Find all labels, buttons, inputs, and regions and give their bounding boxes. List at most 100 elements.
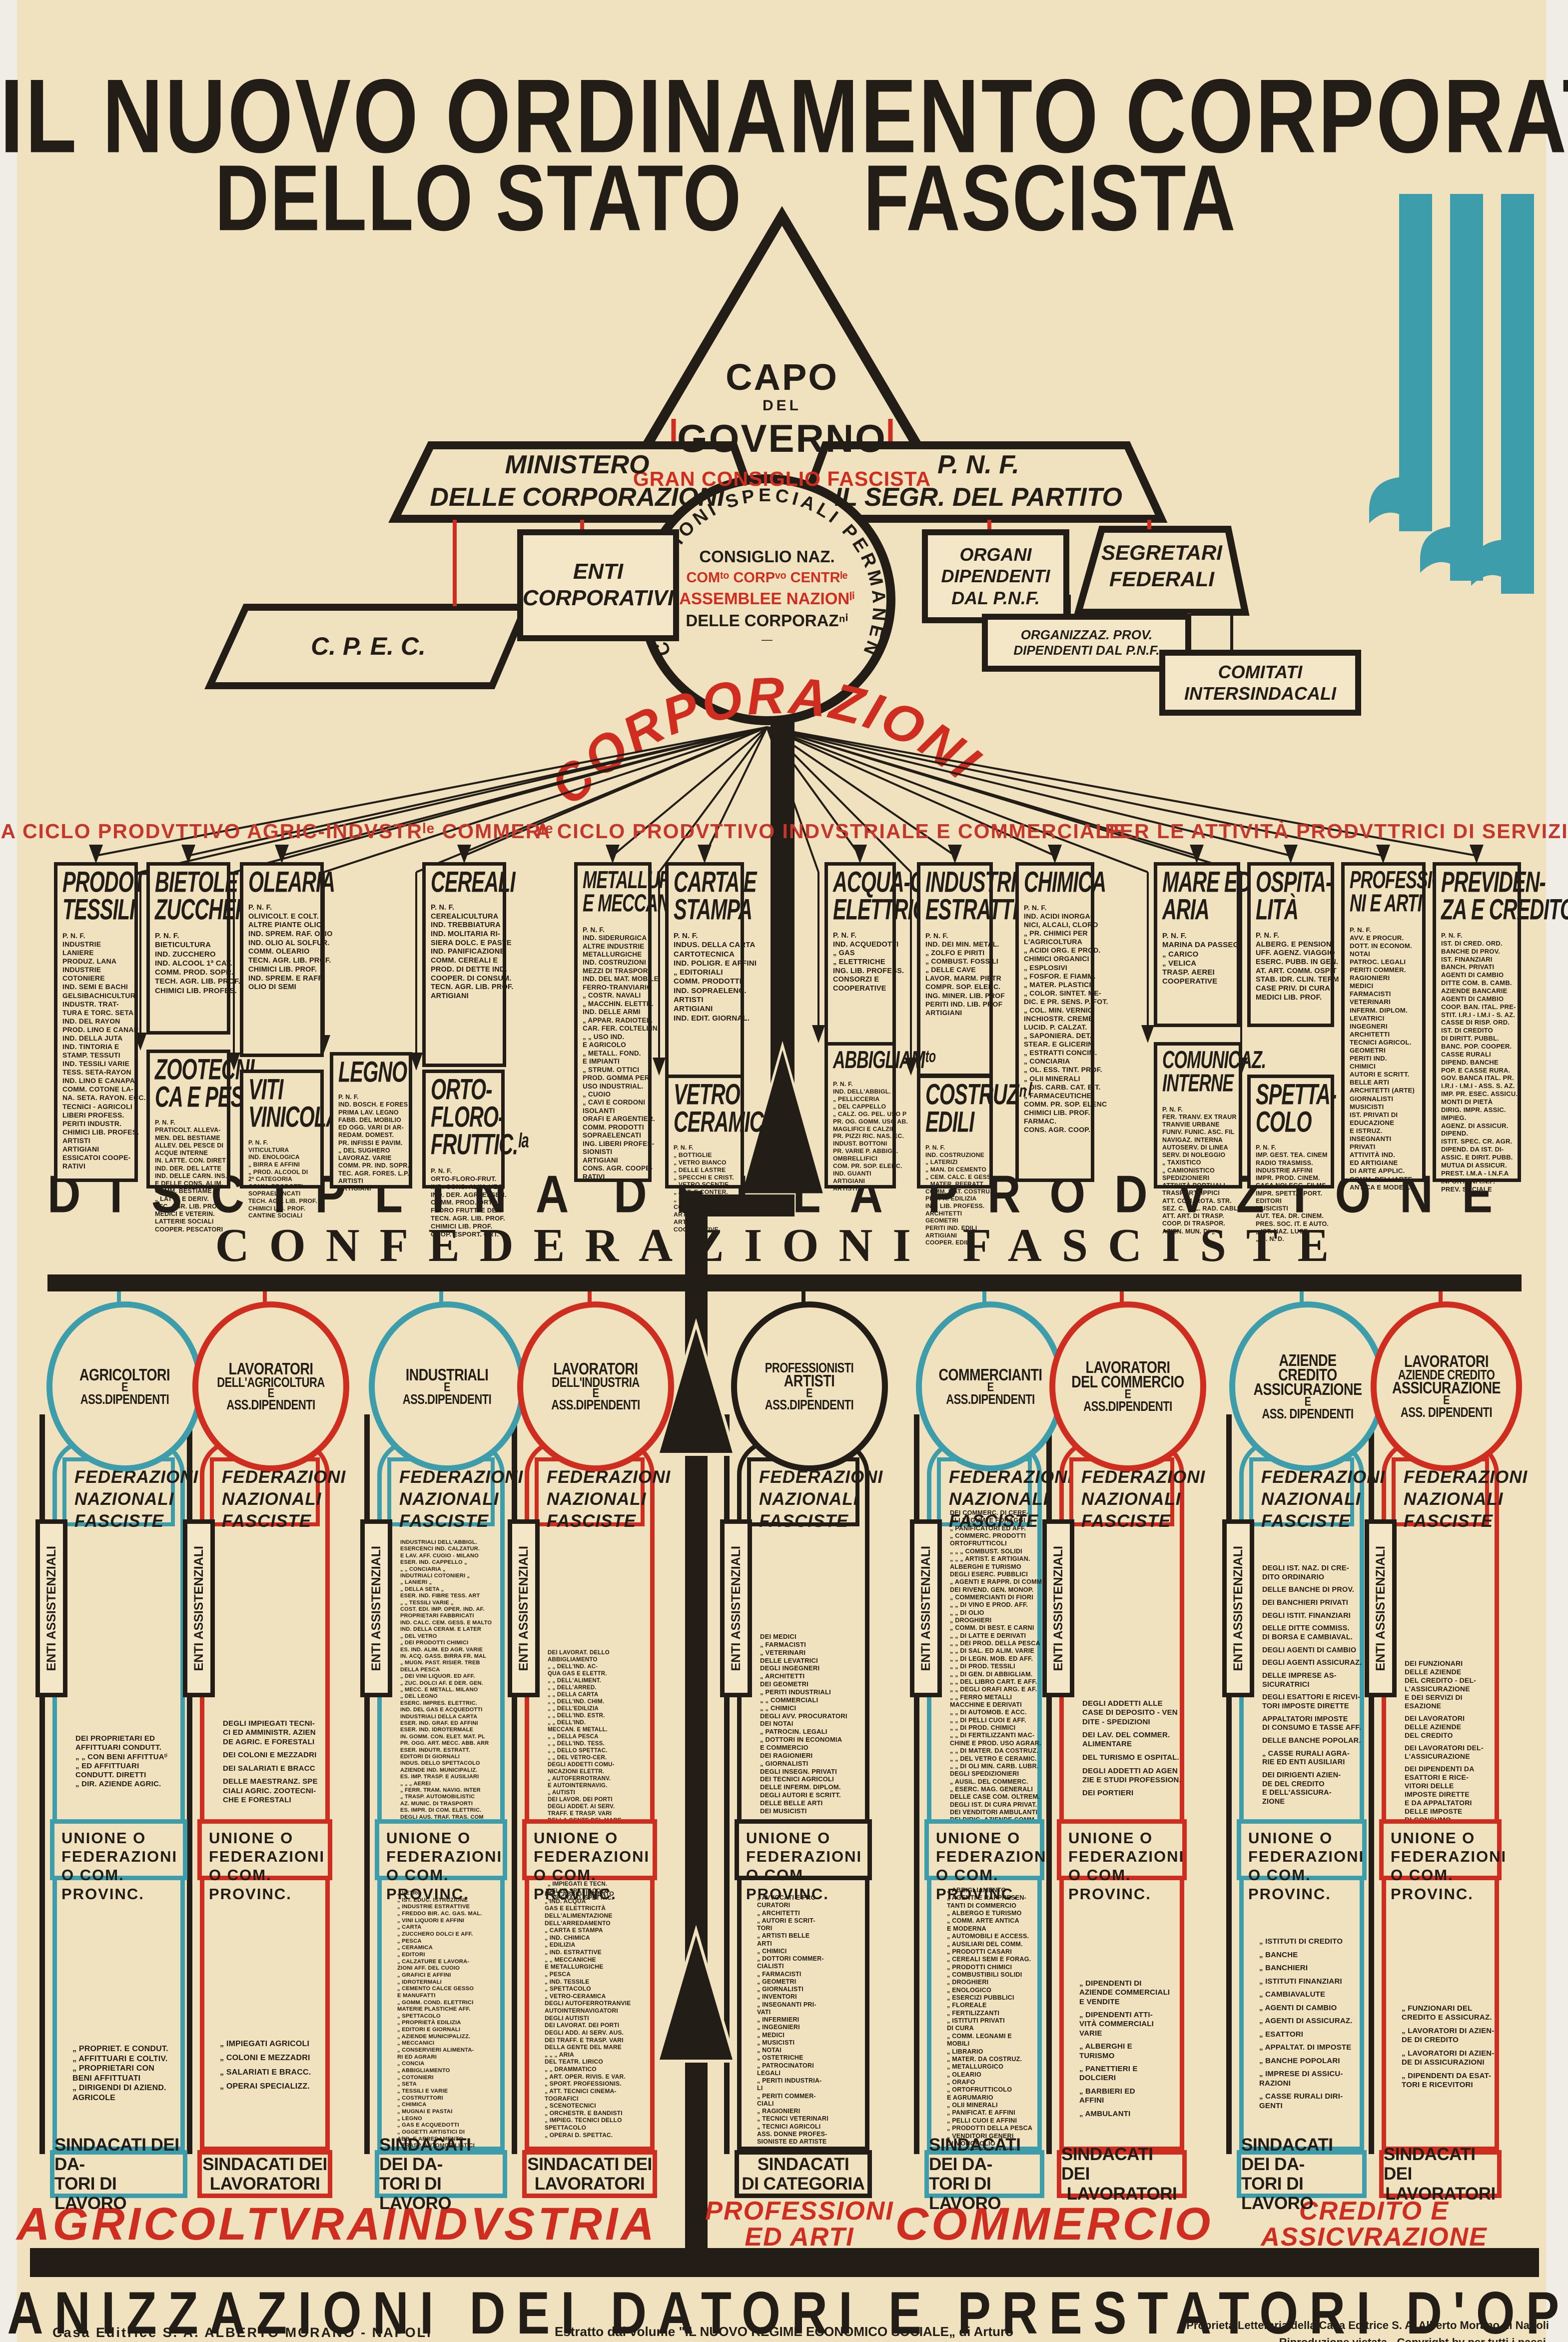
column-list-item: „ ENOLOGICO [947,1986,991,1994]
footer-publisher: Casa Editrice S. A. ALBERTO MORANO - NAP… [52,2325,432,2340]
corporation-body-line: CEREALICULTURA [431,912,499,921]
column-list-item: NICAZIONI ELETTR. [548,1769,605,1775]
column-list-item: „ INGEGNIERI [757,2024,800,2031]
column-list-item: TORI IMPOSTE DIRETTE [1262,1702,1349,1710]
column-list-item [1259,2053,1359,2057]
corporation-body-line: SIERA DOLC. E PASTE [431,939,512,947]
pnf-trapezoid-line: P. N. F. [937,450,1019,479]
corporation-body-line: FARMACISTI [1350,990,1391,998]
corporation-body-line: CONS. AGR. COOPE- [583,1165,653,1172]
confederation-circle-label: E [121,1380,128,1394]
enti-assistenziali-label: ENTI ASSISTENZIALI [516,1545,531,1671]
column-list-item: „ PANIFICAT. E AFFINI [947,2109,1015,2117]
corporation-body-line: IND. GUANTI [833,1170,871,1177]
column-list-item: „ CONCIA [397,2061,425,2067]
sindacati-line: LAVORATORI [1066,2184,1177,2204]
column-lower-list: „ AVVOCATI E PRO-CURATORI„ ARCHITETTI„ A… [757,1894,864,2146]
pnf-trapezoid: P. N. F.IL SEGR. DEL PARTITO [779,449,1178,514]
column-list-item [223,1747,325,1751]
column-list-item: „ PATROCINATORI [757,2062,814,2069]
unione-line: O COM. PROVINC. [746,1866,829,1903]
column-list-item: COST. EDI. IMP. OPER. IND. AF. [400,1606,485,1613]
federazioni-line: FASCISTE [949,1511,1039,1531]
column-list-item: DEI GEOMETRI [760,1680,809,1688]
corporation-body-line: IST. DI CRED. ORD. [1441,939,1503,947]
corporation-body-line: „ CARICO [1162,950,1199,959]
corporation-body-line: P. N. F. [1162,932,1187,940]
column-list-item: ESER. IND. GRAF. ED AFFINI [400,1720,478,1726]
fascio-icon [1450,194,1483,581]
enti-assistenziali-label: ENTI ASSISTENZIALI [918,1545,933,1671]
column-list-item: „ SPORT. PROFESSIONIS. [545,2080,622,2088]
column-list-item: „ TECNICI VETERINARI [757,2115,828,2123]
column-list-item: ESERC. IMPRES. ELETTRIC. [400,1700,477,1706]
corporation-body-line: ARTIGIANI [338,1185,371,1192]
column-list-item: „ „ DELL'IND. AC- [548,1664,598,1670]
column-list-item: E METALLURGICHE [545,1963,604,1971]
column-list-item: „ AFFITTUARI E COLTIV. [72,2054,168,2063]
corporation-body-line: DIPEND. [1441,1130,1469,1138]
corporation-body-line: PROPR. EDILIZIA [925,1195,977,1202]
column-list-item: VARIE [1079,2029,1102,2038]
column-list-item [1259,1999,1359,2003]
federazioni-line: FASCISTE [1404,1511,1494,1531]
column-list-item [1402,2023,1494,2027]
corporation-body-line: DIC. E PR. SENS. P. FOT. [1024,997,1108,1006]
confederation-circle-label: E [267,1386,274,1400]
column-list-item: „ „ DEL VETRO E CERAMIC. [950,1755,1037,1762]
corporation-body-line: PREV. SOCIALE [1441,1185,1492,1193]
corporation-body-line: P. N. F. [1441,932,1463,939]
column-list-item: DEI COLONI E MEZZADRI [223,1751,317,1760]
enti-rail [364,1414,370,2154]
corporation-body-line: „ PELLICCERIA [833,1096,880,1103]
corporation-body-line: COMM. MAT. COSTRU. [925,1187,992,1195]
confederation-circle-label: ASS.DIPENDENTI [402,1391,492,1407]
corporation-body: P. N. F.IST. DI CRED. ORD.BANCHE DI PROV… [1441,932,1518,1193]
column-list-item: DE DEL CREDITO [1262,1780,1325,1788]
column-list-item: „ AUSILIARI DEL COMM. [947,1940,1023,1948]
commissioni-line: ASSEMBLEE NAZIONˡⁱ [679,589,855,608]
federazioni-line: FEDERAZIONI [222,1467,346,1487]
confederation-circle-label: ASS.DIPENDENTI [226,1397,315,1413]
column-list-item: ALBERGHI E TURISMO [950,1563,1021,1570]
confederation-column [200,1439,330,2151]
column-lower-list: „ PROPRIET. E CONDUT.„ AFFITTUARI E COLT… [72,2044,180,2103]
corporation-body-line: „ VELICA [1162,959,1197,968]
column-list-item: DEGLI AUS. TRAF. TRAS. COM [400,1814,484,1820]
column-list-item: DEGLI AUTOFERROTRANVIE [545,2000,631,2007]
unione-line: FEDERAZIONI [534,1848,650,1866]
corporation-body-line: CAR. FER. COLTELLIN. [583,1025,660,1033]
federazioni-line: FEDERAZIONI [399,1467,524,1487]
column-list-item: DEGLI ADD. AI SERV. AUS. [545,2029,624,2036]
corporation-body-line: COMM. COTONE LA- [62,1085,134,1094]
corporation-body-line: INDUSTRIE [62,966,101,974]
column-list-item: „ OGGETTI ARTISTICI DI [397,2129,465,2135]
column-list-item: „ LIBRARIO [947,2048,983,2055]
column-list-item: DELLE IMPRESE AS- [1262,1671,1337,1680]
enti-assistenziali-box: ENTI ASSISTENZIALI [910,1519,942,1697]
corporation-body-line: IND. DELLE ARMI [583,1008,641,1016]
column-list-item: SICURATRICI [1262,1680,1310,1689]
corporation-body-line: E DELLE CONS. ALIM. [155,1180,223,1187]
corporation-body-line: COMM. PRODOTTI [674,977,742,986]
column-list-item: EDITORI DI GIORNALI [400,1754,460,1760]
corporation-body-line: „ ZOLFO E PIRITI [925,949,985,957]
fascio-icon [1501,194,1534,594]
column-list-item: GENTI [1259,2101,1283,2110]
column-lower-list: „ IMPIEGATI AGRICOLI„ COLONI E MEZZADRI„… [220,2039,325,2091]
corporation-body-line: COMM. DELL'ARTE [1350,1175,1413,1183]
confederation-circle-label: DELL'INDUSTRIA [552,1374,640,1390]
corporation-body-line: TEC. AGR. LIB. PROF. [155,1202,222,1210]
column-list-item: DELLE LEVATRICI [760,1656,818,1664]
column-list-item [1079,2038,1179,2042]
column-list-item: CHE E FORESTALI [223,1795,291,1804]
corporation-body-line: CHIMICI LIB. PROF. [431,1222,493,1230]
commissioni-line: DELLE CORPORAZⁿⁱ [686,611,848,630]
column-list-item: TRAFF. E TRASP. VARI [548,1811,612,1817]
